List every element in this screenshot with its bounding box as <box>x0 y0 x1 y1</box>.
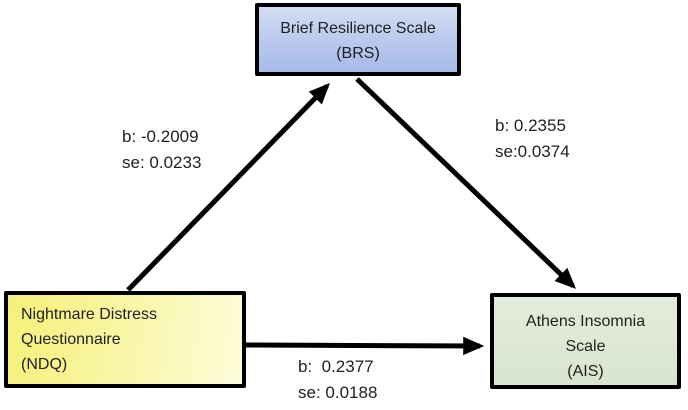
node-label-line: (NDQ) <box>21 356 68 373</box>
node-nightmare-distress-questionnaire: Nightmare Distress Questionnaire (NDQ) <box>4 291 246 388</box>
node-brief-resilience-scale: Brief Resilience Scale (BRS) <box>255 3 461 76</box>
arrow-ndq-to-brs <box>126 82 330 292</box>
node-label-line: (AIS) <box>567 363 604 380</box>
node-athens-insomnia-scale: Athens Insomnia Scale (AIS) <box>490 293 681 389</box>
path-coefficient-brs-ais: b: 0.2355 se:0.0374 <box>495 113 570 165</box>
path-coefficient-ndq-ais: b: 0.2377 se: 0.0188 <box>298 354 377 406</box>
coefficient-se: se:0.0374 <box>495 142 570 161</box>
coefficient-se: se: 0.0233 <box>122 153 202 172</box>
coefficient-b: b: 0.2377 <box>298 357 374 376</box>
arrow-ndq-to-ais <box>245 336 485 356</box>
node-label-line: (BRS) <box>336 45 380 62</box>
coefficient-b: b: 0.2355 <box>495 116 566 135</box>
coefficient-se: se: 0.0188 <box>298 383 378 402</box>
path-coefficient-ndq-brs: b: -0.2009 se: 0.0233 <box>122 124 201 176</box>
node-label-line: Scale <box>565 338 606 355</box>
node-label-line: Brief Resilience Scale <box>280 20 436 37</box>
arrow-brs-to-ais <box>355 77 577 289</box>
node-label-line: Questionnaire <box>21 331 121 348</box>
node-label-line: Athens Insomnia <box>525 313 646 330</box>
node-label-line: Nightmare Distress <box>21 306 158 323</box>
coefficient-b: b: -0.2009 <box>122 127 199 146</box>
